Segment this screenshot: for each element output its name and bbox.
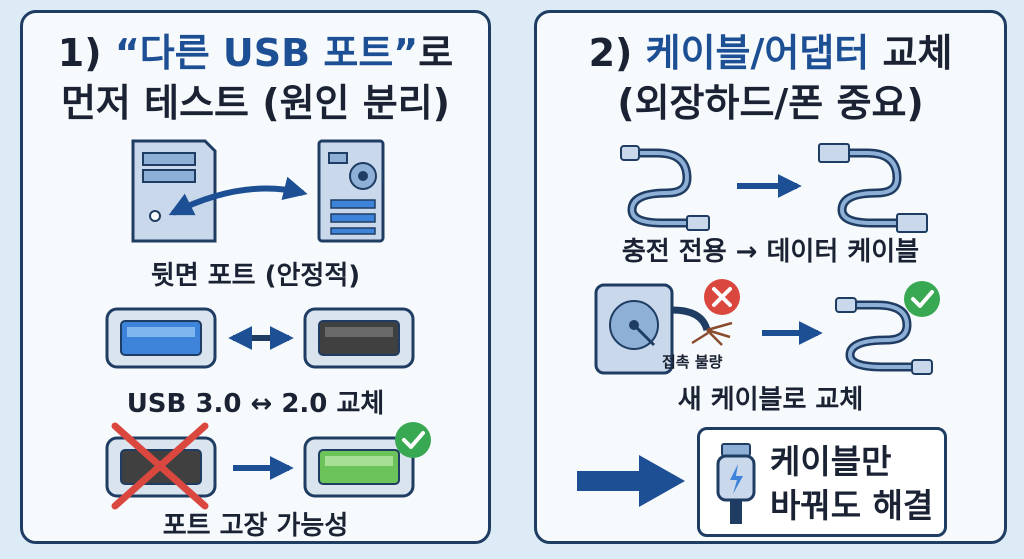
callout-line1: 케이블만	[770, 442, 892, 481]
usb-swap-caption: USB 3.0 ↔ 2.0 교체	[126, 389, 385, 419]
panel1-title-line1: 1) “다른 USB 포트”로	[23, 31, 488, 75]
rear-port-illustration	[131, 139, 385, 243]
panel2-step-number: 2)	[588, 31, 646, 75]
panel2-title-line2: (외장하드/폰 중요)	[617, 81, 924, 125]
check-icon	[904, 281, 940, 317]
panel2-title-line1: 2) 케이블/어댑터 교체	[537, 31, 1004, 75]
data-cable-icon	[818, 143, 928, 233]
result-arrow-icon	[577, 455, 685, 507]
error-icon	[704, 279, 740, 315]
charge-only-cable-icon	[620, 145, 710, 231]
callout-text: 케이블만 바꿔도 해결	[770, 440, 933, 528]
pc-tower-back-icon	[317, 139, 385, 243]
rear-port-caption: 뒷면 포트 (안정적)	[150, 261, 361, 291]
external-hdd-icon	[594, 283, 674, 375]
solution-callout: 케이블만 바꿔도 해결	[697, 427, 947, 537]
callout-line2: 바꿔도 해결	[770, 486, 934, 525]
panel2-title-accent: 케이블/어댑터	[645, 31, 870, 75]
panel1-title-suffix: 로	[418, 31, 454, 75]
port-failure-illustration	[105, 422, 431, 510]
new-cable-caption: 새 케이블로 교체	[677, 385, 864, 415]
working-port-icon	[303, 436, 415, 498]
cable-type-caption: 충전 전용 → 데이터 케이블	[621, 237, 920, 267]
panel2-title-suffix: 교체	[869, 31, 953, 75]
broken-port-icon	[105, 422, 217, 510]
port-failure-caption: 포트 고장 가능성	[162, 511, 349, 541]
usb3-port-icon	[105, 307, 217, 369]
usb-port-test-panel: 1) “다른 USB 포트”로 먼저 테스트 (원인 분리) 뒷면 포트 (안정…	[20, 10, 491, 544]
usb2-port-icon	[303, 307, 415, 369]
usb-c-cable-icon	[716, 443, 756, 524]
move-to-rear-arrow-icon	[168, 176, 308, 216]
check-icon	[395, 422, 431, 458]
cable-type-illustration	[620, 143, 928, 233]
cable-replace-illustration	[594, 279, 940, 375]
cable-replacement-panel: 2) 케이블/어댑터 교체 (외장하드/폰 중요) 충전 전용 → 데이터 케이…	[534, 10, 1007, 544]
panel1-title-line2: 먼저 테스트 (원인 분리)	[60, 81, 451, 125]
pc-tower-front-icon	[131, 139, 217, 243]
usb-version-swap-illustration	[105, 307, 415, 369]
frayed-cable-icon	[671, 306, 733, 346]
poor-contact-label: 접촉 불량	[662, 353, 723, 371]
panel1-title-accent: “다른 USB 포트”	[114, 31, 419, 75]
new-cable-icon	[835, 297, 933, 375]
panel1-step-number: 1)	[57, 31, 115, 75]
